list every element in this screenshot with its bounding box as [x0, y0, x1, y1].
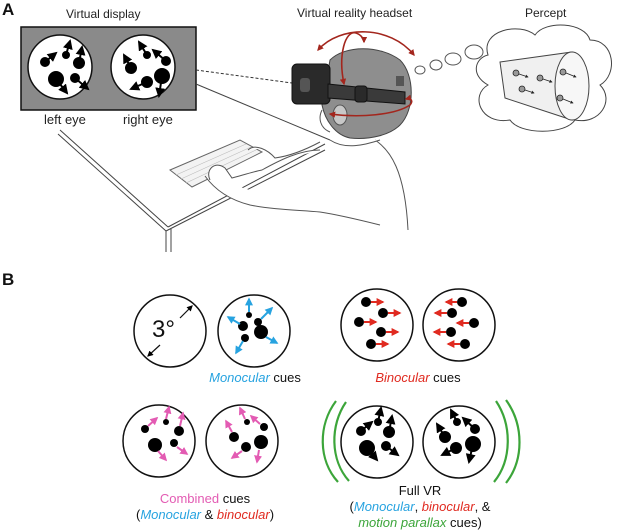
head-rotation-arrows	[317, 31, 415, 118]
binocular-word: Binocular	[375, 370, 430, 385]
combined-right-circle	[205, 404, 279, 478]
right-eye-circle	[110, 34, 176, 100]
left-eye-label: left eye	[44, 112, 86, 127]
combined-caption: Combined cues (Monocular & binocular)	[120, 491, 290, 523]
monocular-circle	[217, 294, 291, 368]
cues-word: cues	[429, 370, 461, 385]
binocular-right-circle	[422, 288, 496, 362]
motion-parallax-arcs	[321, 399, 521, 484]
vr-headset-head	[291, 48, 412, 139]
monocular-word: Monocular	[140, 507, 202, 522]
keyboard	[169, 139, 264, 188]
degree-label: 3°	[152, 316, 175, 343]
binocular-word: binocular	[421, 499, 475, 514]
paren-open: (	[349, 499, 354, 514]
virtual-display-title: Virtual display	[66, 7, 141, 21]
right-eye-dots	[123, 40, 171, 98]
headset-title: Virtual reality headset	[297, 6, 413, 20]
virtual-display	[20, 26, 293, 111]
full-vr-title: Full VR	[398, 483, 442, 498]
person	[204, 139, 409, 231]
full-vr-caption: Full VR (Monocular, binocular, & motion …	[340, 483, 500, 531]
binocular-caption: Binocular cues	[358, 370, 478, 386]
separator: ,	[414, 499, 422, 514]
separator: , &	[474, 499, 491, 514]
fullvr-left-circle	[340, 405, 414, 479]
paren-open: (	[135, 507, 141, 522]
size-circle	[133, 294, 207, 368]
left-eye-dots	[40, 39, 90, 95]
paren-close: )	[269, 507, 275, 522]
combined-word: Combined	[159, 491, 220, 506]
monocular-word: Monocular	[353, 499, 415, 514]
cues-word: cues)	[446, 515, 482, 530]
thought-bubble	[414, 24, 612, 132]
binocular-left-circle	[340, 288, 414, 362]
cues-word: cues	[269, 370, 301, 385]
binocular-word: binocular	[216, 507, 270, 522]
combined-left-circle	[122, 404, 196, 478]
panel-b-label: B	[2, 270, 15, 289]
ampersand: &	[201, 507, 217, 522]
panel-a-label: A	[2, 0, 15, 19]
right-eye-label: right eye	[123, 112, 173, 127]
cues-word: cues	[219, 491, 251, 506]
monocular-caption: Monocular cues	[190, 370, 320, 386]
fullvr-right-circle	[422, 405, 496, 479]
percept-dots	[512, 68, 577, 104]
monocular-word: Monocular	[209, 370, 270, 385]
percept-title: Percept	[525, 6, 567, 20]
motion-parallax-word: motion parallax	[358, 515, 447, 530]
